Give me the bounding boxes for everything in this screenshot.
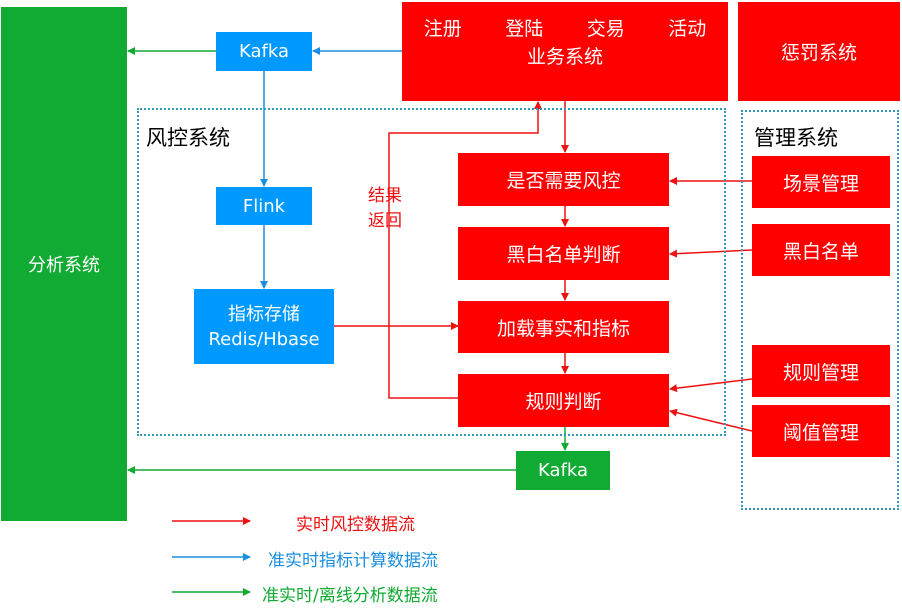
business-item-trade: 交易 bbox=[586, 18, 625, 40]
kafka-top-label: Kafka bbox=[239, 41, 289, 62]
blackwhite-list-label: 黑白名单 bbox=[782, 240, 859, 263]
management-frame bbox=[741, 110, 899, 510]
blackwhite-list-box: 黑白名单 bbox=[752, 224, 890, 276]
need-risk-control-box: 是否需要风控 bbox=[458, 153, 669, 206]
business-system-title: 业务系统 bbox=[526, 46, 603, 68]
risk-control-frame bbox=[137, 108, 726, 436]
business-system-box: 注册 登陆 交易 活动 业务系统 bbox=[402, 2, 728, 101]
arrow-bwmgmt-to-bw bbox=[669, 249, 753, 258]
kafka-bottom-label: Kafka bbox=[538, 460, 588, 481]
analysis-system-box: 分析系统 bbox=[1, 7, 127, 521]
scene-management-label: 场景管理 bbox=[782, 172, 859, 195]
scene-management-box: 场景管理 bbox=[752, 156, 890, 208]
rule-management-label: 规则管理 bbox=[782, 361, 859, 384]
rule-management-box: 规则管理 bbox=[752, 345, 890, 397]
business-item-login: 登陆 bbox=[505, 18, 544, 40]
metrics-store-line1: 指标存储 bbox=[228, 303, 300, 325]
flink-label: Flink bbox=[242, 195, 286, 217]
load-facts-label: 加载事实和指标 bbox=[496, 317, 630, 340]
threshold-management-label: 阈值管理 bbox=[782, 421, 859, 444]
analysis-system-label: 分析系统 bbox=[28, 255, 100, 276]
blackwhite-judge-label: 黑白名单判断 bbox=[506, 244, 621, 266]
legend-analysis-text: 准实时/离线分析数据流 bbox=[262, 586, 438, 606]
metrics-store-line2: Redis/Hbase bbox=[208, 328, 320, 350]
legend-realtime-text: 实时风控数据流 bbox=[296, 515, 415, 535]
rule-judge-box: 规则判断 bbox=[458, 374, 669, 427]
rule-judge-label: 规则判断 bbox=[525, 391, 602, 413]
arrow-threshold-to-rule bbox=[669, 408, 753, 432]
punishment-system-box: 惩罚系统 bbox=[738, 2, 900, 101]
legend-metrics-text: 准实时指标计算数据流 bbox=[268, 551, 438, 571]
punishment-system-label: 惩罚系统 bbox=[780, 42, 857, 64]
flink-box: Flink bbox=[216, 187, 312, 225]
blackwhite-judge-box: 黑白名单判断 bbox=[458, 227, 669, 280]
result-return-line2: 返回 bbox=[368, 211, 402, 231]
load-facts-box: 加载事实和指标 bbox=[458, 301, 669, 353]
kafka-top-box: Kafka bbox=[216, 32, 312, 71]
threshold-management-box: 阈值管理 bbox=[752, 405, 890, 457]
business-item-register: 注册 bbox=[423, 18, 462, 40]
result-return-label: 结果 返回 bbox=[368, 184, 402, 234]
business-item-activity: 活动 bbox=[668, 18, 707, 40]
need-risk-control-label: 是否需要风控 bbox=[506, 170, 621, 192]
management-title: 管理系统 bbox=[754, 126, 838, 150]
kafka-bottom-box: Kafka bbox=[516, 451, 610, 490]
metrics-store-box: 指标存储 Redis/Hbase bbox=[194, 289, 334, 364]
arrow-rulemgmt-to-rule bbox=[669, 378, 753, 393]
risk-control-title: 风控系统 bbox=[146, 126, 230, 150]
result-return-line1: 结果 bbox=[368, 186, 402, 206]
arrow-result-return bbox=[388, 101, 542, 399]
